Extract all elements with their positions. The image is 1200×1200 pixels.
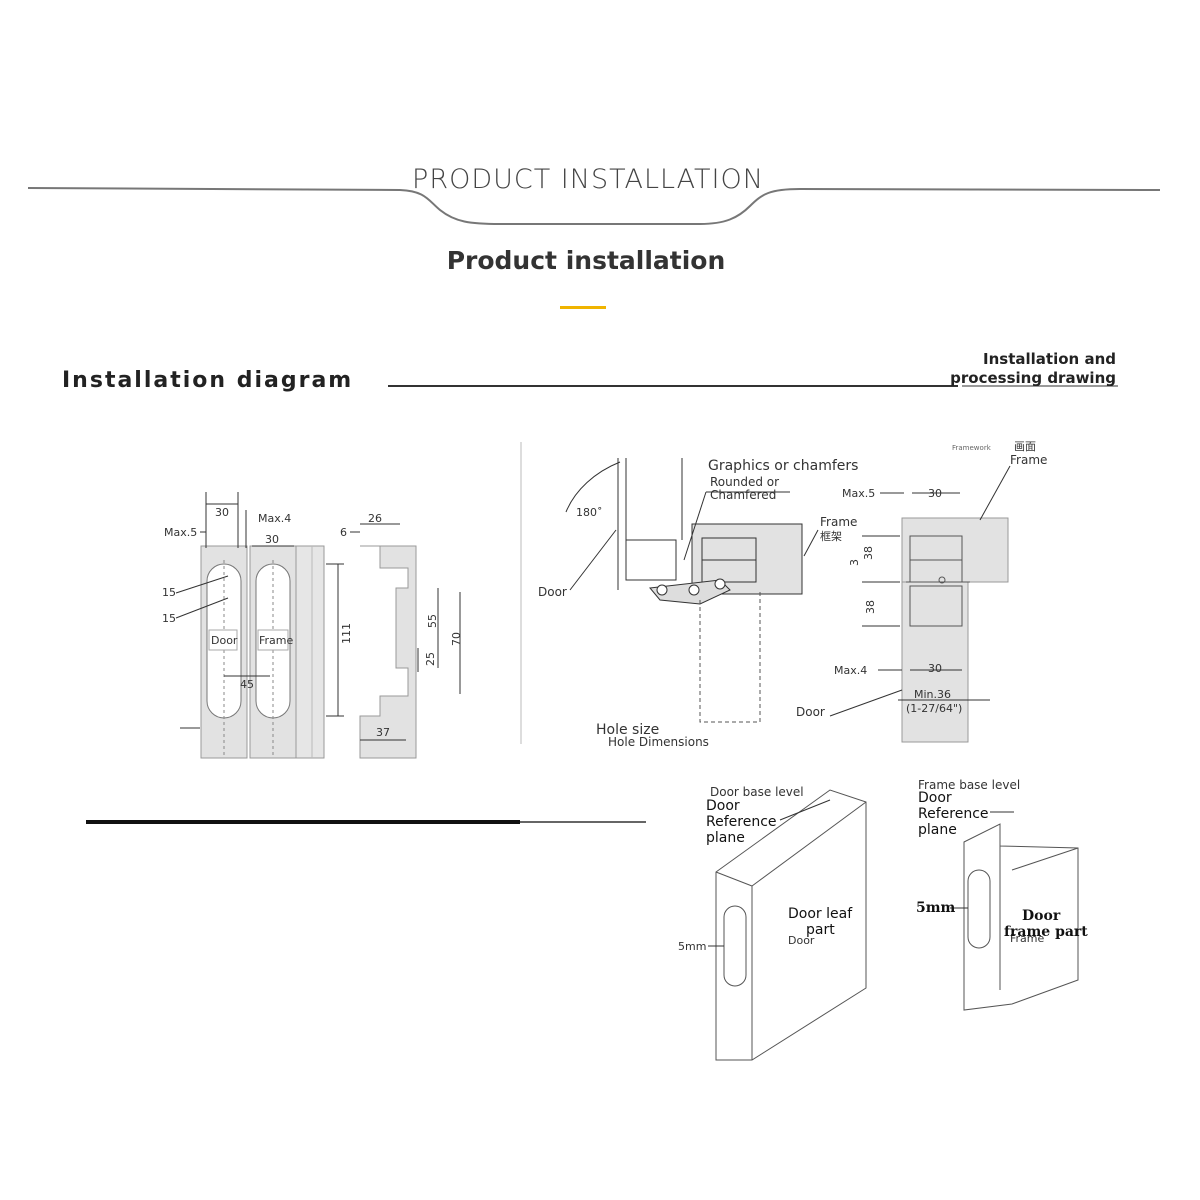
label-door-frame-2: frame part bbox=[1004, 924, 1088, 940]
dim-30-right-top: 30 bbox=[928, 487, 942, 500]
plan-door-block bbox=[901, 581, 969, 743]
door-leaf-slot bbox=[723, 905, 747, 987]
label-door-small: Door bbox=[788, 934, 815, 947]
plan-frame-block bbox=[901, 517, 1009, 583]
label-5mm-left: 5mm bbox=[678, 940, 706, 953]
label-frame-mid: Frame bbox=[820, 515, 857, 529]
label-door-base-level: Door base level bbox=[710, 785, 804, 799]
processing-label-line2: processing drawing bbox=[950, 369, 1116, 387]
label-frame-top: Frame bbox=[1010, 453, 1047, 467]
header-wave-line bbox=[27, 187, 1161, 225]
frame-part-3d: 5mm Frame base level Door Reference plan… bbox=[916, 778, 1088, 1011]
dim-max4-right: Max.4 bbox=[834, 664, 867, 677]
label-frame-base-level: Frame base level bbox=[918, 778, 1020, 792]
header-title: PRODUCT INSTALLATION bbox=[412, 164, 764, 195]
frame-part-outline bbox=[963, 823, 1079, 1011]
label-door-leaf: Door leaf bbox=[788, 906, 853, 922]
profile-section bbox=[359, 545, 417, 759]
dim-55: 55 bbox=[426, 614, 439, 628]
dim-15b: 15 bbox=[162, 612, 176, 625]
hole-outline bbox=[699, 590, 761, 723]
label-door-top: Door bbox=[538, 585, 567, 599]
dim-38b: 38 bbox=[864, 600, 877, 614]
dim-min36: Min.36 bbox=[914, 688, 951, 701]
label-frame-cn-top: 画面 bbox=[1014, 440, 1036, 453]
dim-30-right-bottom: 30 bbox=[928, 662, 942, 675]
swing-arc bbox=[565, 461, 621, 513]
right-hinge-drawing: 180˚ Door Graphics or chamfers Rounded o… bbox=[538, 458, 858, 749]
label-graphics: Graphics or chamfers bbox=[708, 458, 858, 474]
label-frame: Frame bbox=[259, 634, 294, 647]
side-bar-panel bbox=[295, 545, 325, 759]
dim-111: 111 bbox=[340, 623, 353, 644]
dim-26: 26 bbox=[368, 512, 382, 525]
dim-15a: 15 bbox=[162, 586, 176, 599]
dim-38a: 38 bbox=[862, 546, 875, 560]
label-frame-ref-3: plane bbox=[918, 822, 957, 838]
dim-30-top: 30 bbox=[215, 506, 229, 519]
label-door-right: Door bbox=[796, 705, 825, 719]
label-frame-ref-2: Reference bbox=[918, 806, 989, 822]
dim-25: 25 bbox=[424, 652, 437, 666]
processing-label-line1: Installation and bbox=[983, 350, 1116, 368]
section-title: Installation diagram bbox=[62, 368, 354, 393]
dim-6: 6 bbox=[340, 526, 347, 539]
dim-max5-right: Max.5 bbox=[842, 487, 875, 500]
page-subtitle: Product installation bbox=[446, 246, 726, 275]
dim-min36-inch: (1-27/64") bbox=[906, 702, 962, 715]
label-5mm-right: 5mm bbox=[916, 900, 956, 916]
label-frame-ghost: Frame bbox=[1010, 932, 1045, 945]
left-hinge-drawing: Door Frame 30 Max.5 Max.4 30 15 15 45 11… bbox=[162, 492, 463, 759]
dim-30-frame: 30 bbox=[265, 533, 279, 546]
label-door-frame-1: Door bbox=[1022, 908, 1061, 924]
processing-label: Installation and processing drawing bbox=[950, 350, 1116, 388]
door-leaf-3d: 5mm Door base level Door Reference plane… bbox=[678, 785, 867, 1061]
label-door-ref-1: Door bbox=[706, 798, 740, 814]
label-chamfered: Chamfered bbox=[710, 488, 776, 502]
label-180: 180˚ bbox=[576, 506, 603, 519]
label-part: part bbox=[806, 922, 835, 938]
right-plan-drawing: Framework 画面 Frame Max.5 30 3 38 38 Max.… bbox=[796, 440, 1047, 743]
label-door-ref-3: plane bbox=[706, 830, 745, 846]
label-rounded: Rounded or bbox=[710, 475, 779, 489]
door-leaf-front bbox=[715, 789, 867, 1061]
dim-max4: Max.4 bbox=[258, 512, 291, 525]
label-frame-ref-1: Door bbox=[918, 790, 952, 806]
label-hole-size: Hole size bbox=[596, 722, 659, 738]
accent-bar bbox=[560, 306, 606, 309]
frame-part-slot bbox=[967, 869, 991, 949]
label-door-ref-2: Reference bbox=[706, 814, 777, 830]
dim-70: 70 bbox=[450, 632, 463, 646]
dim-3: 3 bbox=[848, 559, 861, 566]
dim-45: 45 bbox=[240, 678, 254, 691]
label-hole-dims: Hole Dimensions bbox=[608, 735, 709, 749]
label-frame-cn: 框架 bbox=[820, 530, 842, 543]
label-framework: Framework bbox=[952, 444, 992, 452]
dim-37: 37 bbox=[376, 726, 390, 739]
label-door: Door bbox=[211, 634, 238, 647]
dim-max5: Max.5 bbox=[164, 526, 197, 539]
